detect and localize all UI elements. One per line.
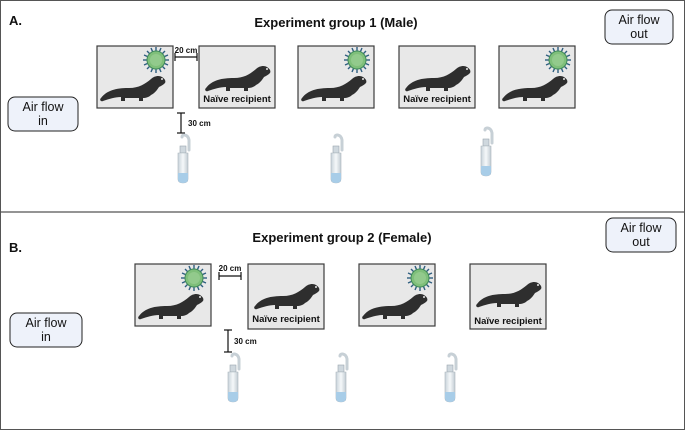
panel-b: B. Experiment group 2 (Female) Air flow …: [9, 217, 677, 403]
ferret-icon: [362, 293, 428, 320]
cage: [96, 45, 174, 109]
air-flow-out-line2: out: [632, 235, 650, 249]
panel-letter: B.: [9, 240, 22, 255]
air-sampler-icon: [444, 352, 458, 403]
air-flow-out-line2: out: [630, 27, 648, 41]
ferret-icon: [100, 75, 166, 102]
virus-icon: [143, 47, 169, 73]
distance-marker-vertical: 30 cm: [224, 329, 257, 353]
ferret-icon: [301, 75, 367, 102]
distance-marker-horizontal: 20 cm: [174, 46, 198, 61]
air-flow-out-line1: Air flow: [621, 221, 663, 235]
cage: [358, 263, 436, 327]
recipient-label: Naïve recipient: [203, 94, 271, 105]
recipient-label: Naïve recipient: [252, 314, 320, 325]
air-sampler-icon: [227, 352, 241, 403]
air-flow-in-box: Air flow in: [9, 312, 83, 348]
recipient-label: Naïve recipient: [403, 94, 471, 105]
virus-icon: [181, 265, 207, 291]
distance-marker-horizontal: 20 cm: [218, 264, 242, 280]
air-sampler-icon: [335, 352, 349, 403]
air-sampler-icon: [480, 126, 494, 177]
air-flow-out-box: Air flow out: [604, 9, 674, 45]
air-flow-in-line2: in: [38, 114, 48, 128]
ferret-icon: [405, 65, 471, 92]
cage: Naïve recipient: [247, 263, 325, 330]
virus-icon: [344, 47, 370, 73]
ferret-icon: [205, 65, 271, 92]
distance-label: 30 cm: [234, 337, 257, 346]
air-sampler-icon: [330, 133, 344, 184]
distance-label: 20 cm: [219, 264, 242, 273]
ferret-icon: [254, 283, 320, 310]
air-flow-in-line2: in: [41, 330, 51, 344]
cage: [498, 45, 576, 109]
panel-letter: A.: [9, 13, 22, 28]
air-flow-out-line1: Air flow: [619, 13, 661, 27]
recipient-label: Naïve recipient: [474, 316, 542, 327]
ferret-icon: [138, 293, 204, 320]
panel-title: Experiment group 2 (Female): [252, 230, 431, 245]
virus-icon: [545, 47, 571, 73]
air-sampler-icon: [177, 133, 191, 184]
cage: Naïve recipient: [398, 45, 476, 109]
distance-label: 20 cm: [175, 46, 198, 55]
panel-a: A. Experiment group 1 (Male) Air flow in…: [7, 9, 674, 184]
cage: Naïve recipient: [198, 45, 276, 109]
air-flow-in-line1: Air flow: [23, 100, 65, 114]
panel-title: Experiment group 1 (Male): [254, 15, 417, 30]
ferret-icon: [502, 75, 568, 102]
air-flow-in-line1: Air flow: [26, 316, 68, 330]
cage: Naïve recipient: [469, 263, 547, 330]
cage: [134, 263, 212, 327]
virus-icon: [407, 265, 433, 291]
air-flow-out-box: Air flow out: [605, 217, 677, 253]
distance-label: 30 cm: [188, 119, 211, 128]
air-flow-in-box: Air flow in: [7, 96, 79, 132]
ferret-icon: [476, 281, 542, 308]
cage: [297, 45, 375, 109]
distance-marker-vertical: 30 cm: [177, 112, 211, 134]
